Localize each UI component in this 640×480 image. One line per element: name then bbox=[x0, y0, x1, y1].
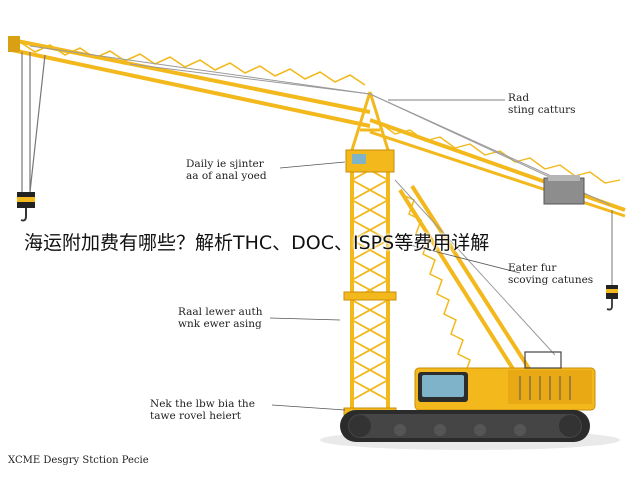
annotation-line: Raal lewer auth bbox=[178, 306, 263, 318]
annotation-line: tawe rovel heiert bbox=[150, 410, 241, 422]
annotation-line: sting catturs bbox=[508, 104, 576, 116]
footer-caption: XCME Desgry Stction Pecie bbox=[8, 455, 149, 466]
crawler-boom bbox=[398, 184, 537, 382]
annotation-left-jib: Daily ie sjinter aa of anal yoed bbox=[186, 158, 267, 182]
jib-tip bbox=[8, 36, 20, 52]
counterweight bbox=[543, 177, 585, 205]
annotation-top-right: Rad sting catturs bbox=[508, 92, 576, 116]
headline-overlay: 海运附加费有哪些？解析THC、DOC、ISPS等费用详解 bbox=[24, 232, 490, 254]
annotation-right-mid: Eater fur scoving catunes bbox=[508, 262, 593, 286]
annotation-tower-low: Nek the lbw bia the tawe rovel heiert bbox=[150, 398, 255, 422]
boom-cable bbox=[394, 179, 556, 356]
tower-platform-upper bbox=[343, 291, 397, 301]
annotation-line: scoving catunes bbox=[508, 274, 594, 286]
annotation-line: Eater fur bbox=[508, 262, 557, 274]
crawler-body bbox=[414, 351, 596, 411]
annotation-line: Daily ie sjinter bbox=[186, 158, 264, 170]
annotation-line: Nek the lbw bia the bbox=[150, 398, 255, 410]
left-hook-assembly bbox=[17, 52, 46, 222]
annotation-tower-mid: Raal lewer auth wnk ewer asing bbox=[178, 306, 263, 330]
slewing-cab bbox=[352, 154, 366, 164]
annotation-leaders bbox=[269, 99, 521, 411]
annotation-line: Rad bbox=[508, 92, 530, 104]
tower-peak bbox=[350, 91, 390, 151]
crawler-track bbox=[340, 410, 590, 442]
right-hook-assembly bbox=[606, 210, 618, 311]
tower-mast bbox=[350, 150, 390, 415]
main-jib bbox=[11, 38, 371, 128]
counterweight-top bbox=[548, 175, 580, 181]
annotation-line: aa of anal yoed bbox=[186, 170, 267, 182]
annotation-line: wnk ewer asing bbox=[178, 318, 262, 330]
